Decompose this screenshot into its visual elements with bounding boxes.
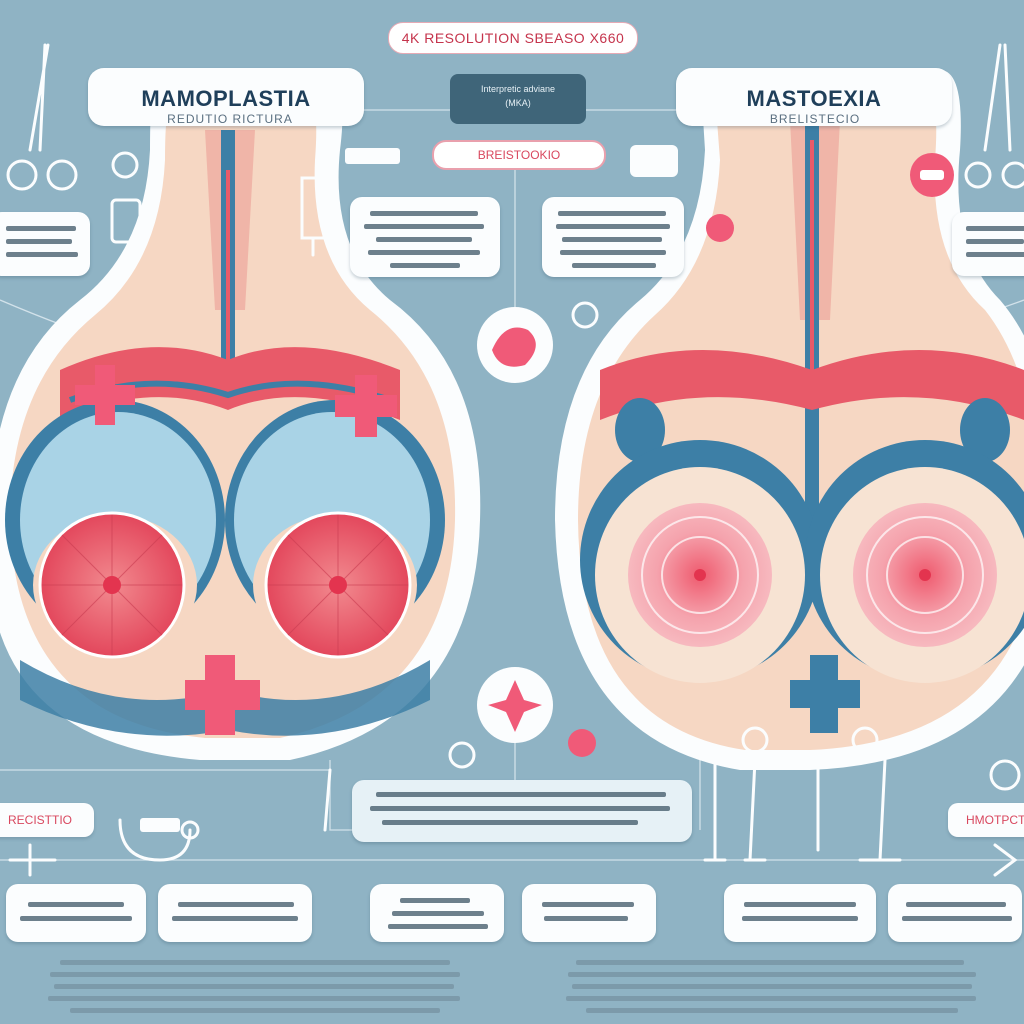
vial-icon [110, 198, 142, 244]
bottom-card-5 [724, 884, 876, 942]
footer-fine-print-right [560, 958, 980, 1018]
left-side-tag: RECISTTIO [0, 803, 94, 837]
center-pill-label: BREISTOOKIO [432, 140, 606, 170]
magnifier-icon [448, 741, 476, 769]
right-title: MASTOEXIA [746, 86, 882, 111]
left-breast-diagram [0, 70, 481, 760]
bottom-card-4 [522, 884, 656, 942]
medical-cross-icon [75, 365, 397, 735]
stethoscope-icon [118, 818, 200, 862]
scalpel-icon [323, 768, 332, 832]
right-side-tag: HMOTPCTI [948, 803, 1024, 837]
left-note-card [0, 212, 90, 276]
procedure-arrow-note [352, 780, 692, 842]
center-tag-line1: Interpretic adviane [480, 84, 556, 94]
bottom-card-6 [888, 884, 1022, 942]
forceps-icon [964, 43, 1024, 189]
right-title-card [676, 68, 952, 126]
right-note-card [952, 212, 1024, 276]
left-title-card [88, 68, 364, 126]
right-center-note-card [542, 197, 684, 277]
center-tag-line2: (MKA) [505, 98, 531, 108]
resolution-banner: 4K RESOLUTION SBEASO X660 [388, 22, 638, 54]
left-title: MAMOPLASTIA [141, 86, 311, 111]
scissors-icon [6, 43, 78, 191]
left-subtitle: REDUTIO RICTURA [167, 112, 293, 126]
clamp-icon [703, 758, 902, 862]
bottom-card-3 [370, 884, 504, 942]
medical-cross-icon [790, 655, 860, 733]
footer-fine-print-left [40, 958, 460, 1018]
bottom-card-1 [6, 884, 146, 942]
bottom-card-2 [158, 884, 312, 942]
syringe-icon [300, 176, 326, 257]
center-info-tag: Interpretic adviane (MKA) [450, 74, 586, 124]
left-center-note-card [350, 197, 500, 277]
right-subtitle: BRELISTECIO [769, 112, 861, 126]
right-breast-diagram [555, 70, 1024, 770]
pill-icon [345, 148, 400, 164]
